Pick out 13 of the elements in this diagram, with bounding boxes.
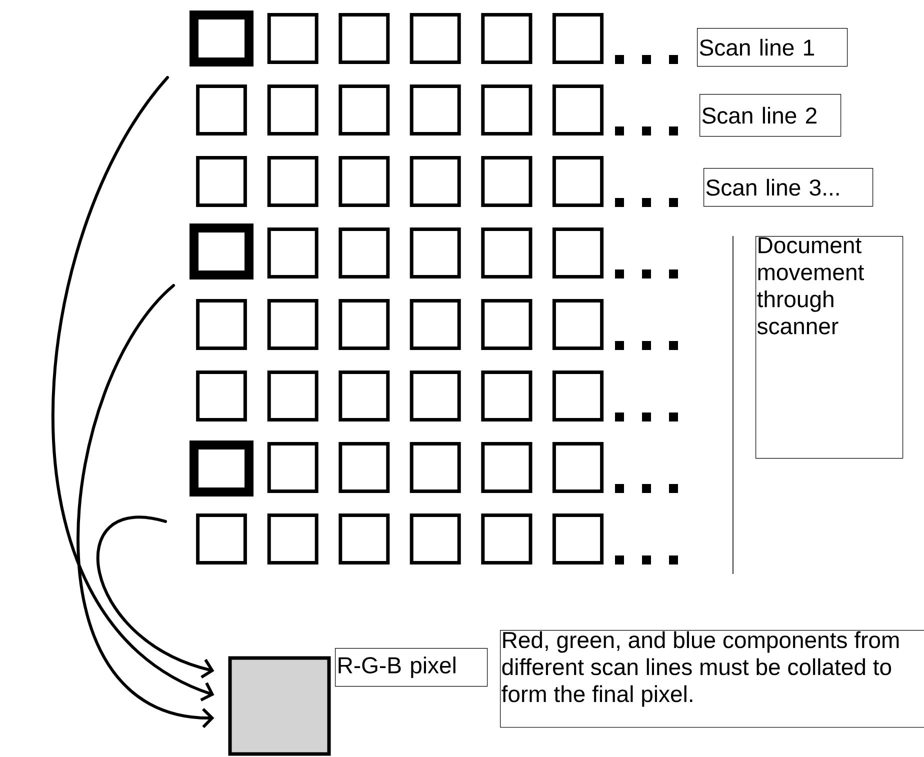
arrow <box>76 284 214 728</box>
note-box: Red, green, and blue components from different scan lines must be collated to form the final pixel. <box>500 630 924 728</box>
label-box: R-G-B pixel <box>335 648 488 687</box>
highlighted-square <box>190 10 254 66</box>
label-box: Scan line 3... <box>704 168 874 207</box>
highlighted-square <box>190 440 254 496</box>
label-box: Scan line 1 <box>697 28 848 67</box>
highlighted-square <box>190 224 254 280</box>
arrow <box>51 76 214 702</box>
pixel-square <box>228 656 331 756</box>
label-box: Scan line 2 <box>700 94 842 137</box>
arrow <box>96 516 214 679</box>
note-box: Document movement through scanner <box>756 236 904 459</box>
